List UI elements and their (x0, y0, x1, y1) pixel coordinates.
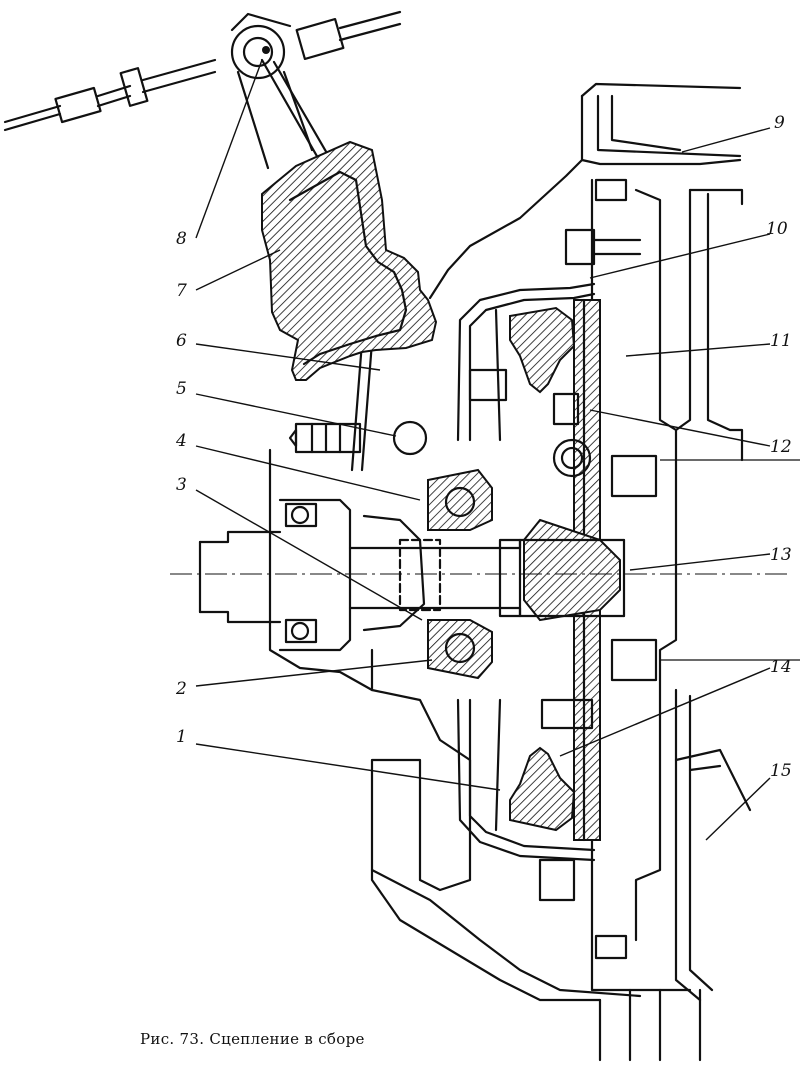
callout-14: 14 (770, 657, 792, 677)
callout-1: 1 (176, 727, 187, 747)
callout-15: 15 (770, 761, 792, 781)
guide-sleeve (278, 498, 442, 652)
callout-9: 9 (774, 113, 785, 133)
bolts (468, 228, 658, 682)
clutch-cable (3, 10, 402, 132)
rubber-boot (261, 140, 438, 381)
clutch-cover (456, 282, 596, 862)
fork-lever-pivot (230, 12, 292, 80)
callout-2: 2 (175, 679, 187, 699)
callout-11: 11 (770, 331, 792, 351)
callout-12: 12 (770, 437, 792, 457)
driven-disc (523, 298, 621, 902)
callout-4: 4 (175, 431, 187, 451)
clutch-housing (268, 82, 742, 1062)
flywheel-cover (674, 688, 752, 1002)
leader-lines (195, 59, 771, 841)
callout-labels: 1 2 3 4 5 6 7 8 9 10 11 12 13 14 15 (175, 113, 792, 781)
callout-5: 5 (176, 379, 187, 399)
figure-caption: Рис. 73. Сцепление в сборе (140, 1030, 365, 1048)
ball-joint (288, 420, 428, 456)
callout-3: 3 (176, 475, 187, 495)
callout-10: 10 (766, 219, 788, 239)
release-bearing (362, 468, 493, 680)
callout-13: 13 (770, 545, 792, 565)
callout-6: 6 (176, 331, 187, 351)
callout-8: 8 (176, 229, 187, 249)
input-shaft (170, 530, 790, 624)
callout-7: 7 (176, 281, 187, 301)
